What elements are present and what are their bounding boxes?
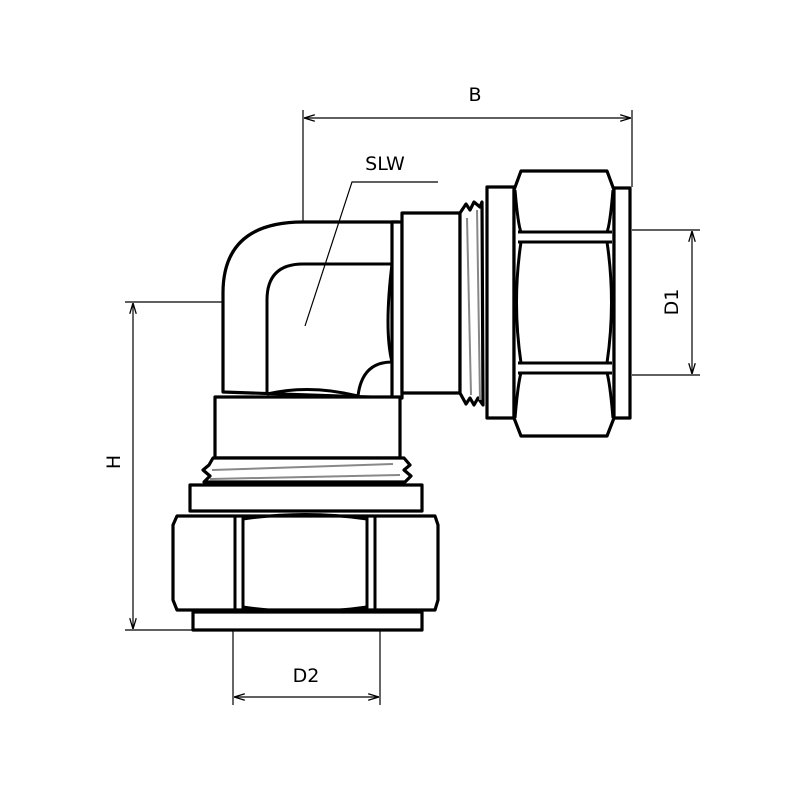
dimension-h: H <box>103 301 223 631</box>
dimension-label-b: B <box>468 84 481 106</box>
right-compression-nut <box>485 169 632 438</box>
lower-collar <box>201 395 413 484</box>
elbow-body <box>221 211 462 400</box>
dimension-b: B <box>302 84 633 222</box>
dimension-label-d2: D2 <box>293 665 320 687</box>
right-thread <box>458 200 485 407</box>
slw-label: SLW <box>365 153 405 175</box>
dimension-d2: D2 <box>232 630 381 705</box>
dimension-label-h: H <box>103 455 125 469</box>
lower-compression-nut <box>171 483 440 632</box>
dimension-label-d1: D1 <box>661 289 683 316</box>
dimension-d1: D1 <box>632 229 700 376</box>
slw-callout: SLW <box>304 153 438 327</box>
